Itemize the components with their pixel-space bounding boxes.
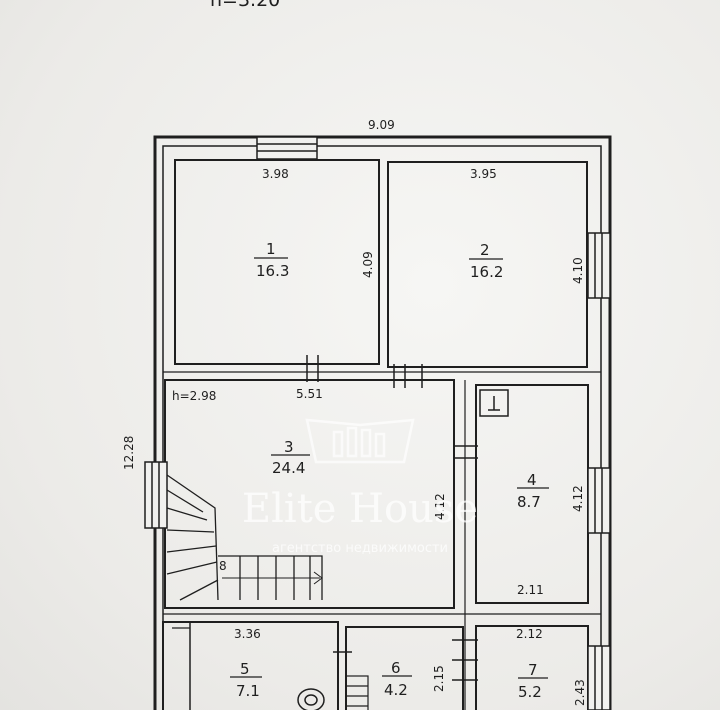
room-2-number: 2	[480, 241, 490, 259]
room-1-number: 1	[266, 240, 276, 258]
room-5-area: 7.1	[236, 682, 260, 700]
room-3-ceiling: h=2.98	[172, 389, 216, 403]
stairs-step-count: 8	[219, 559, 227, 573]
room-7-number: 7	[528, 661, 538, 679]
room-7-area: 5.2	[518, 683, 542, 701]
room-7-width: 2.12	[516, 627, 543, 641]
header-height-label: h=3.20	[210, 0, 280, 11]
window-left-room3	[144, 461, 168, 529]
room-3-width: 5.51	[296, 387, 323, 401]
door-room1	[306, 355, 319, 382]
room-5-number: 5	[240, 660, 250, 678]
watermark-logo-icon	[305, 418, 415, 464]
watermark: Elite House агентство недвижимости	[242, 418, 478, 556]
room-4-area: 8.7	[517, 493, 541, 511]
room-2-outline	[387, 161, 588, 368]
room-3-number: 3	[284, 438, 294, 456]
window-right-room7	[587, 645, 611, 710]
window-top	[256, 136, 318, 160]
door-room2	[393, 364, 423, 388]
window-right-room4	[587, 467, 611, 534]
watermark-tagline: агентство недвижимости	[272, 541, 448, 556]
room-3-area: 24.4	[272, 459, 305, 477]
room-4-width: 2.11	[517, 583, 544, 597]
room-4-height: 4.12	[571, 485, 585, 512]
toilet-fixture	[297, 688, 325, 710]
room-6-number: 6	[391, 659, 401, 677]
room-1-height: 4.09	[361, 251, 375, 278]
room-3-height: 4.12	[433, 493, 447, 520]
room-6-outline	[345, 626, 464, 710]
room-6-area: 4.2	[384, 681, 408, 699]
door-room4	[454, 445, 478, 459]
utility-box	[479, 389, 509, 417]
outer-wall	[153, 135, 612, 710]
room-5-width: 3.36	[234, 627, 261, 641]
inner-wall-outline	[162, 145, 602, 710]
room-2-width: 3.95	[470, 167, 497, 181]
staircase	[166, 474, 323, 601]
overall-length-label: 12.28	[122, 436, 136, 470]
room-2-height: 4.10	[571, 257, 585, 284]
door-room6	[333, 639, 478, 681]
room-6-height: 2.15	[432, 665, 446, 692]
room-2-area: 16.2	[470, 263, 503, 281]
room-7-height: 2.43	[573, 679, 587, 706]
room-1-width: 3.98	[262, 167, 289, 181]
room-4-number: 4	[527, 471, 537, 489]
watermark-brand: Elite House	[242, 486, 478, 532]
window-right-room2	[587, 232, 611, 299]
room-6-fixture	[345, 675, 369, 710]
room-1-area: 16.3	[256, 262, 289, 280]
room-5-outline	[162, 621, 339, 710]
room-1-outline	[174, 159, 380, 365]
overall-width-label: 9.09	[368, 118, 395, 132]
